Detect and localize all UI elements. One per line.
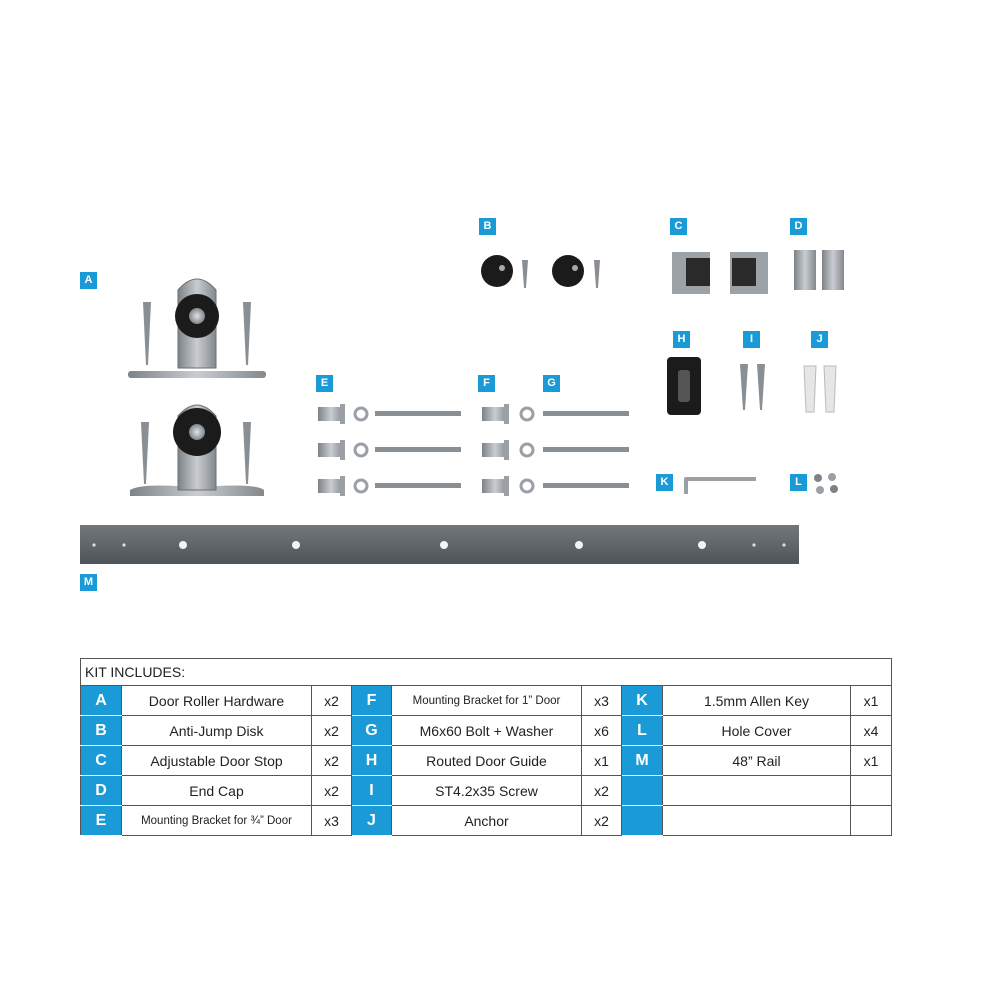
table-row: E Mounting Bracket for ¾” Door x3 J Anch… xyxy=(80,805,893,836)
part-name: 1.5mm Allen Key xyxy=(662,685,851,716)
part-name: ST4.2x35 Screw xyxy=(391,775,582,806)
part-tag-h: H xyxy=(673,331,690,348)
part-name: Mounting Bracket for 1” Door xyxy=(391,685,582,716)
part-qty xyxy=(849,805,893,836)
anchors xyxy=(803,365,837,413)
part-tag-e: E xyxy=(316,375,333,392)
part-qty: x2 xyxy=(581,805,622,836)
part-qty: x1 xyxy=(849,745,893,776)
part-qty: x3 xyxy=(581,685,622,716)
part-tag-j: J xyxy=(811,331,828,348)
row-letter: B xyxy=(80,715,122,746)
part-qty: x2 xyxy=(311,685,352,716)
part-name: Anti-Jump Disk xyxy=(121,715,312,746)
part-tag-i: I xyxy=(743,331,760,348)
part-qty: x2 xyxy=(581,775,622,806)
table-row: C Adjustable Door Stop x2 H Routed Door … xyxy=(80,745,893,776)
routed-door-guide xyxy=(667,357,701,415)
row-letter: E xyxy=(80,805,122,836)
part-tag-c: C xyxy=(670,218,687,235)
table-row: D End Cap x2 I ST4.2x35 Screw x2 xyxy=(80,775,893,806)
part-qty: x2 xyxy=(311,775,352,806)
kit-includes-table: KIT INCLUDES: A Door Roller Hardware x2 … xyxy=(79,658,893,836)
part-name: M6x60 Bolt + Washer xyxy=(391,715,582,746)
row-letter: I xyxy=(351,775,392,806)
part-tag-g: G xyxy=(543,375,560,392)
row-letter: K xyxy=(621,685,663,716)
part-tag-a: A xyxy=(80,272,97,289)
door-roller-hardware-bottom xyxy=(130,404,264,496)
end-cap xyxy=(794,250,844,290)
part-qty: x2 xyxy=(311,745,352,776)
part-name: Hole Cover xyxy=(662,715,851,746)
kit-includes-title: KIT INCLUDES: xyxy=(79,658,893,686)
row-letter: C xyxy=(80,745,122,776)
table-row: B Anti-Jump Disk x2 G M6x60 Bolt + Washe… xyxy=(80,715,893,746)
part-qty: x6 xyxy=(581,715,622,746)
row-letter: M xyxy=(621,745,663,776)
part-tag-k: K xyxy=(656,474,673,491)
adjustable-door-stop xyxy=(672,252,768,294)
part-name: Mounting Bracket for ¾” Door xyxy=(121,805,312,836)
part-qty: x4 xyxy=(849,715,893,746)
part-tag-m: M xyxy=(80,574,97,591)
row-letter xyxy=(621,775,663,806)
part-qty: x1 xyxy=(849,685,893,716)
table-row: A Door Roller Hardware x2 F Mounting Bra… xyxy=(80,685,893,716)
st-screws xyxy=(740,364,765,410)
door-roller-hardware-top xyxy=(128,278,266,378)
part-tag-b: B xyxy=(479,218,496,235)
row-letter: G xyxy=(351,715,392,746)
anti-jump-disk xyxy=(481,255,600,288)
hole-covers xyxy=(814,473,838,494)
part-name: Door Roller Hardware xyxy=(121,685,312,716)
part-qty: x3 xyxy=(311,805,352,836)
part-qty xyxy=(849,775,893,806)
part-name: Adjustable Door Stop xyxy=(121,745,312,776)
part-name: Anchor xyxy=(391,805,582,836)
part-name: 48” Rail xyxy=(662,745,851,776)
row-letter: A xyxy=(80,685,122,716)
rail xyxy=(80,525,799,564)
part-name: Routed Door Guide xyxy=(391,745,582,776)
part-tag-f: F xyxy=(478,375,495,392)
part-tag-d: D xyxy=(790,218,807,235)
part-name xyxy=(662,805,851,836)
row-letter xyxy=(621,805,663,836)
row-letter: D xyxy=(80,775,122,806)
mounting-brackets-bolts xyxy=(318,404,629,496)
part-qty: x1 xyxy=(581,745,622,776)
allen-key xyxy=(684,477,756,494)
row-letter: F xyxy=(351,685,392,716)
row-letter: H xyxy=(351,745,392,776)
part-tag-l: L xyxy=(790,474,807,491)
part-name xyxy=(662,775,851,806)
part-name: End Cap xyxy=(121,775,312,806)
part-qty: x2 xyxy=(311,715,352,746)
row-letter: J xyxy=(351,805,392,836)
row-letter: L xyxy=(621,715,663,746)
